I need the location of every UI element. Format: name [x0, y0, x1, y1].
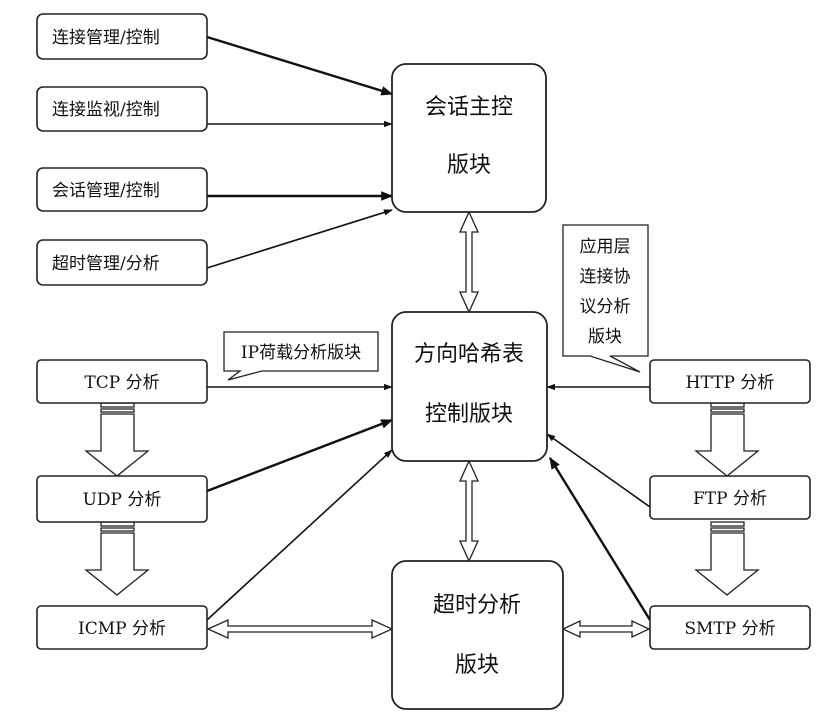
udp-label: UDP 分析	[83, 490, 162, 510]
double-arrow-hash-timeout	[458, 459, 480, 563]
conn-monitor-label: 连接监视/控制	[52, 100, 160, 120]
double-arrow-session-hash	[458, 210, 480, 314]
app-layer-line4: 版块	[588, 327, 622, 347]
session-mgmt-box: 会话管理/控制	[36, 167, 208, 212]
flow-arrow-tcp-udp	[84, 402, 150, 477]
app-layer-line3: 议分析	[580, 297, 631, 317]
ftp-box: FTP 分析	[649, 475, 811, 520]
arrow-ftp-to-hash	[546, 433, 651, 508]
arrow-icmp-to-hash	[206, 449, 393, 621]
timeout-analysis-block: 超时分析 版块	[391, 560, 564, 710]
arrow-udp-to-hash	[206, 418, 394, 493]
timeout-analysis-line2: 版块	[455, 653, 499, 678]
session-master-line1: 会话主控	[425, 95, 513, 120]
arrow-timeout-mgmt-to-session	[206, 209, 393, 269]
hash-table-line1: 方向哈希表	[414, 342, 524, 367]
tcp-label: TCP 分析	[84, 373, 159, 393]
conn-monitor-box: 连接监视/控制	[36, 86, 208, 132]
flow-arrow-udp-icmp	[84, 521, 150, 596]
session-master-line2: 版块	[447, 153, 491, 178]
session-master-block: 会话主控 版块	[391, 63, 547, 213]
double-arrow-icmp-timeout	[206, 618, 394, 640]
flow-arrow-ftp-smtp	[694, 521, 760, 596]
arrow-conn-mgmt-to-session	[206, 35, 394, 96]
flow-arrow-http-ftp	[694, 402, 760, 477]
ftp-label: FTP 分析	[693, 489, 767, 509]
app-layer-line1: 应用层	[580, 237, 631, 257]
app-layer-line2: 连接协	[580, 267, 631, 287]
smtp-label: SMTP 分析	[684, 619, 775, 639]
ip-payload-label: IP荷载分析版块	[241, 343, 361, 363]
udp-box: UDP 分析	[36, 475, 208, 523]
session-mgmt-label: 会话管理/控制	[52, 181, 160, 201]
ip-payload-callout: IP荷载分析版块	[223, 331, 379, 381]
double-arrow-timeout-smtp	[561, 619, 651, 639]
timeout-mgmt-box: 超时管理/分析	[36, 239, 208, 286]
app-layer-callout: 应用层 连接协 议分析 版块	[562, 224, 649, 373]
conn-mgmt-box: 连接管理/控制	[36, 13, 208, 60]
timeout-mgmt-label: 超时管理/分析	[52, 254, 160, 274]
connectors	[206, 35, 652, 621]
hash-table-block: 方向哈希表 控制版块	[391, 311, 548, 462]
tcp-box: TCP 分析	[36, 359, 208, 404]
timeout-analysis-line1: 超时分析	[433, 593, 521, 618]
flow-arrows	[84, 402, 760, 596]
arrow-smtp-to-hash	[548, 456, 652, 621]
icmp-label: ICMP 分析	[78, 619, 166, 639]
icmp-box: ICMP 分析	[36, 605, 208, 650]
http-label: HTTP 分析	[686, 373, 775, 393]
hash-table-line2: 控制版块	[425, 402, 513, 427]
http-box: HTTP 分析	[649, 359, 811, 404]
smtp-box: SMTP 分析	[649, 605, 811, 650]
conn-mgmt-label: 连接管理/控制	[52, 28, 160, 48]
